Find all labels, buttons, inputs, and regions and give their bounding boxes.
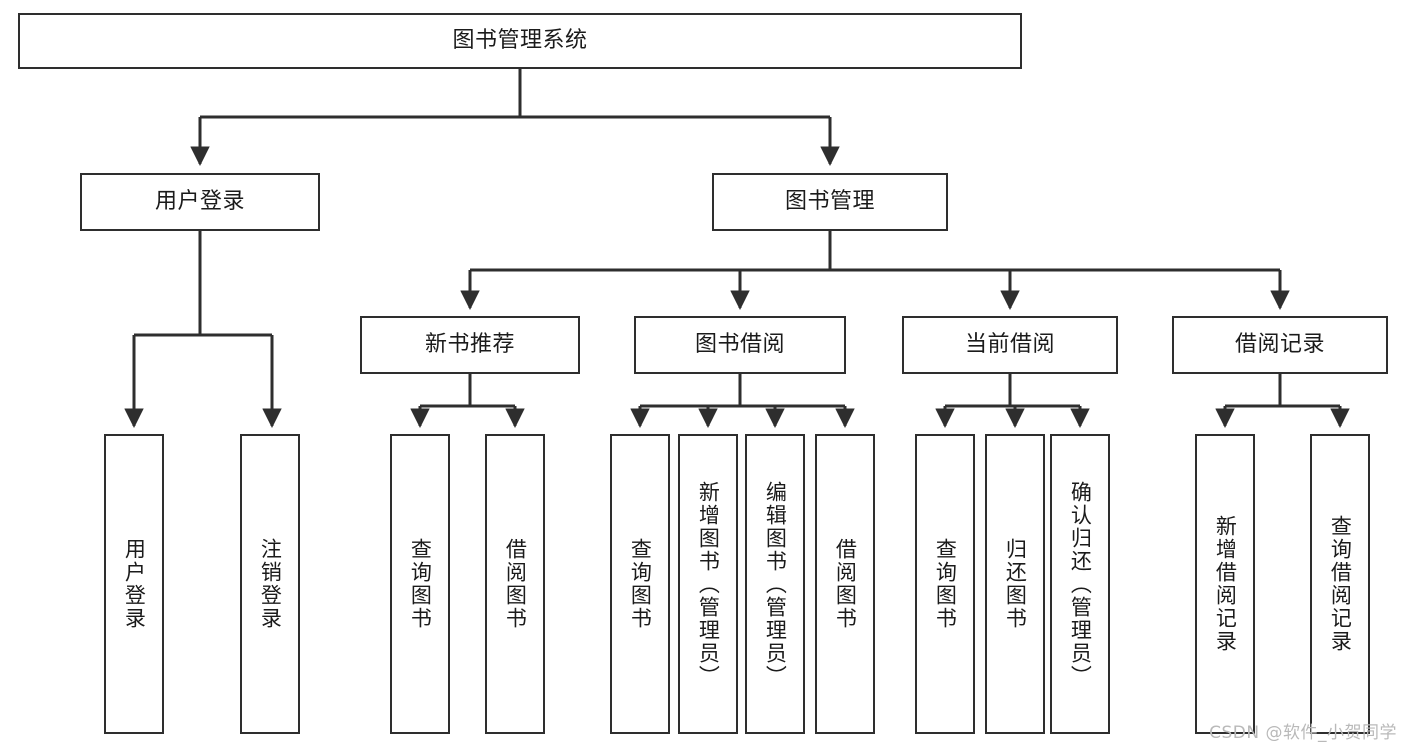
node-new-book-recommend[interactable]: 新书推荐 <box>360 316 580 374</box>
node-leaf-query-book-3-label: 查询图书 <box>933 538 958 630</box>
node-leaf-confirm-return[interactable]: 确认归还（管理员） <box>1050 434 1110 734</box>
node-leaf-user-login-label: 用户登录 <box>122 538 147 630</box>
node-leaf-query-book-2-label: 查询图书 <box>628 538 653 630</box>
node-leaf-logout[interactable]: 注销登录 <box>240 434 300 734</box>
node-book-manage-label: 图书管理 <box>784 189 875 215</box>
node-leaf-add-record-label: 新增借阅记录 <box>1213 515 1238 653</box>
node-leaf-query-book-2[interactable]: 查询图书 <box>610 434 670 734</box>
node-leaf-return-book-label: 归还图书 <box>1003 538 1028 630</box>
node-book-manage[interactable]: 图书管理 <box>712 173 948 231</box>
node-leaf-borrow-book-1-label: 借阅图书 <box>503 538 528 630</box>
node-current-borrow-label: 当前借阅 <box>964 332 1055 358</box>
watermark: CSDN @软件_小贺同学 <box>1209 723 1397 743</box>
node-leaf-query-record[interactable]: 查询借阅记录 <box>1310 434 1370 734</box>
node-leaf-edit-book-label: 编辑图书（管理员） <box>763 480 788 688</box>
node-leaf-add-book-label: 新增图书（管理员） <box>696 480 721 688</box>
node-book-borrow-label: 图书借阅 <box>694 332 785 358</box>
node-root-label: 图书管理系统 <box>452 28 588 54</box>
node-current-borrow[interactable]: 当前借阅 <box>902 316 1118 374</box>
node-leaf-logout-label: 注销登录 <box>258 538 283 630</box>
node-leaf-add-book[interactable]: 新增图书（管理员） <box>678 434 738 734</box>
node-leaf-borrow-book-2-label: 借阅图书 <box>833 538 858 630</box>
node-leaf-add-record[interactable]: 新增借阅记录 <box>1195 434 1255 734</box>
node-leaf-query-book-3[interactable]: 查询图书 <box>915 434 975 734</box>
node-leaf-return-book[interactable]: 归还图书 <box>985 434 1045 734</box>
node-borrow-record-label: 借阅记录 <box>1234 332 1325 358</box>
node-leaf-edit-book[interactable]: 编辑图书（管理员） <box>745 434 805 734</box>
node-borrow-record[interactable]: 借阅记录 <box>1172 316 1388 374</box>
node-leaf-query-book-1-label: 查询图书 <box>408 538 433 630</box>
node-root[interactable]: 图书管理系统 <box>18 13 1022 69</box>
node-user-login-label: 用户登录 <box>154 189 245 215</box>
node-leaf-user-login[interactable]: 用户登录 <box>104 434 164 734</box>
node-leaf-borrow-book-2[interactable]: 借阅图书 <box>815 434 875 734</box>
node-leaf-confirm-return-label: 确认归还（管理员） <box>1068 480 1093 688</box>
node-leaf-query-record-label: 查询借阅记录 <box>1328 515 1353 653</box>
node-user-login[interactable]: 用户登录 <box>80 173 320 231</box>
node-book-borrow[interactable]: 图书借阅 <box>634 316 846 374</box>
node-leaf-query-book-1[interactable]: 查询图书 <box>390 434 450 734</box>
node-new-book-recommend-label: 新书推荐 <box>424 332 515 358</box>
node-leaf-borrow-book-1[interactable]: 借阅图书 <box>485 434 545 734</box>
